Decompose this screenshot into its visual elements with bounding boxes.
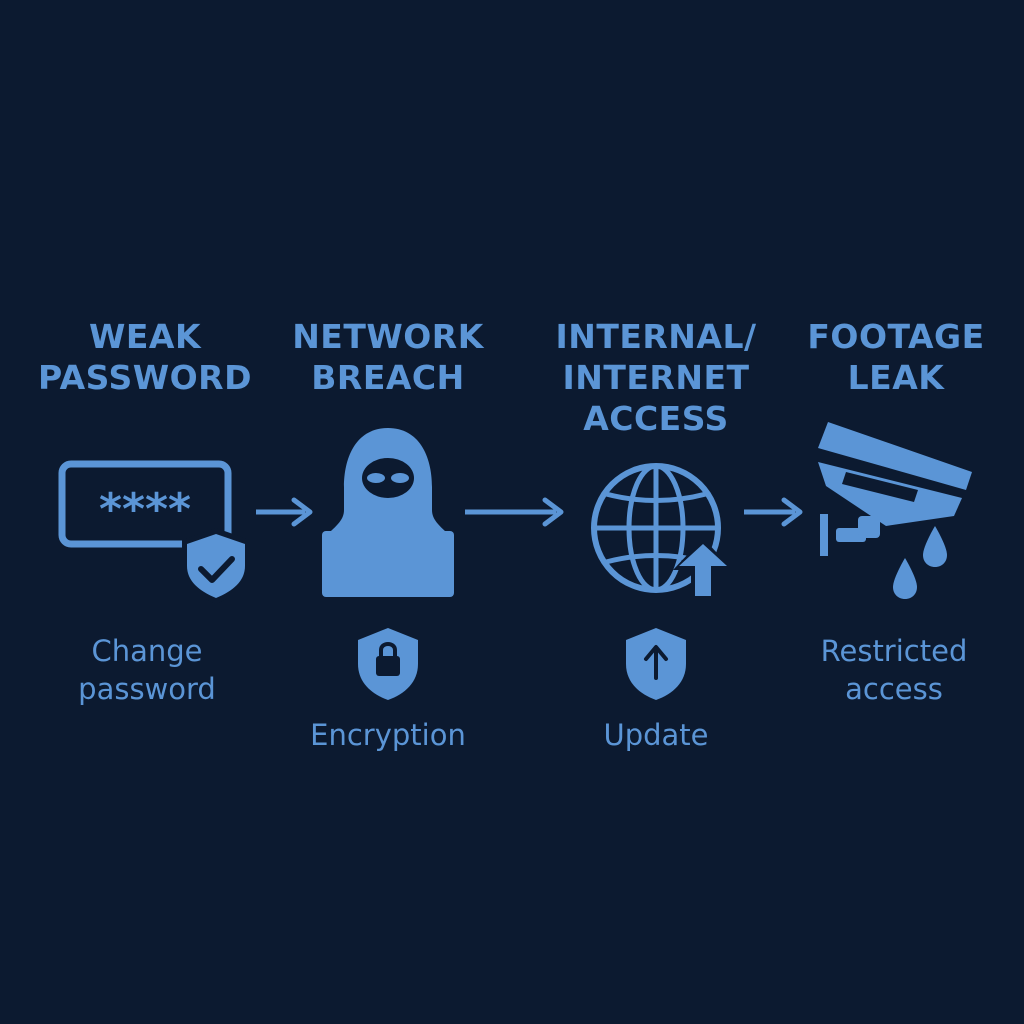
hooded-hacker-laptop-icon <box>322 428 454 597</box>
password-mask-text: **** <box>99 484 191 535</box>
stage-title-footage-leak: FOOTAGE LEAK <box>807 317 985 397</box>
caption-change-password: Change password <box>78 634 216 706</box>
flow-arrow-3 <box>744 497 803 527</box>
shield-up-arrow-icon <box>626 628 686 700</box>
stage-title-weak-password: WEAK PASSWORD <box>37 317 252 397</box>
caption-restricted-access: Restricted access <box>820 634 968 706</box>
stage-title-internal-internet-access: INTERNAL/ INTERNET ACCESS <box>555 317 757 438</box>
caption-update: Update <box>603 718 709 752</box>
flow-arrow-1 <box>256 497 313 527</box>
globe-upload-icon <box>591 463 733 600</box>
caption-encryption: Encryption <box>310 718 466 752</box>
password-field-with-shield-check-icon: **** <box>58 460 250 604</box>
leaking-security-camera-icon <box>818 422 972 599</box>
flow-arrow-2 <box>465 497 564 527</box>
stage-title-network-breach: NETWORK BREACH <box>292 317 484 397</box>
shield-lock-icon <box>358 628 418 700</box>
